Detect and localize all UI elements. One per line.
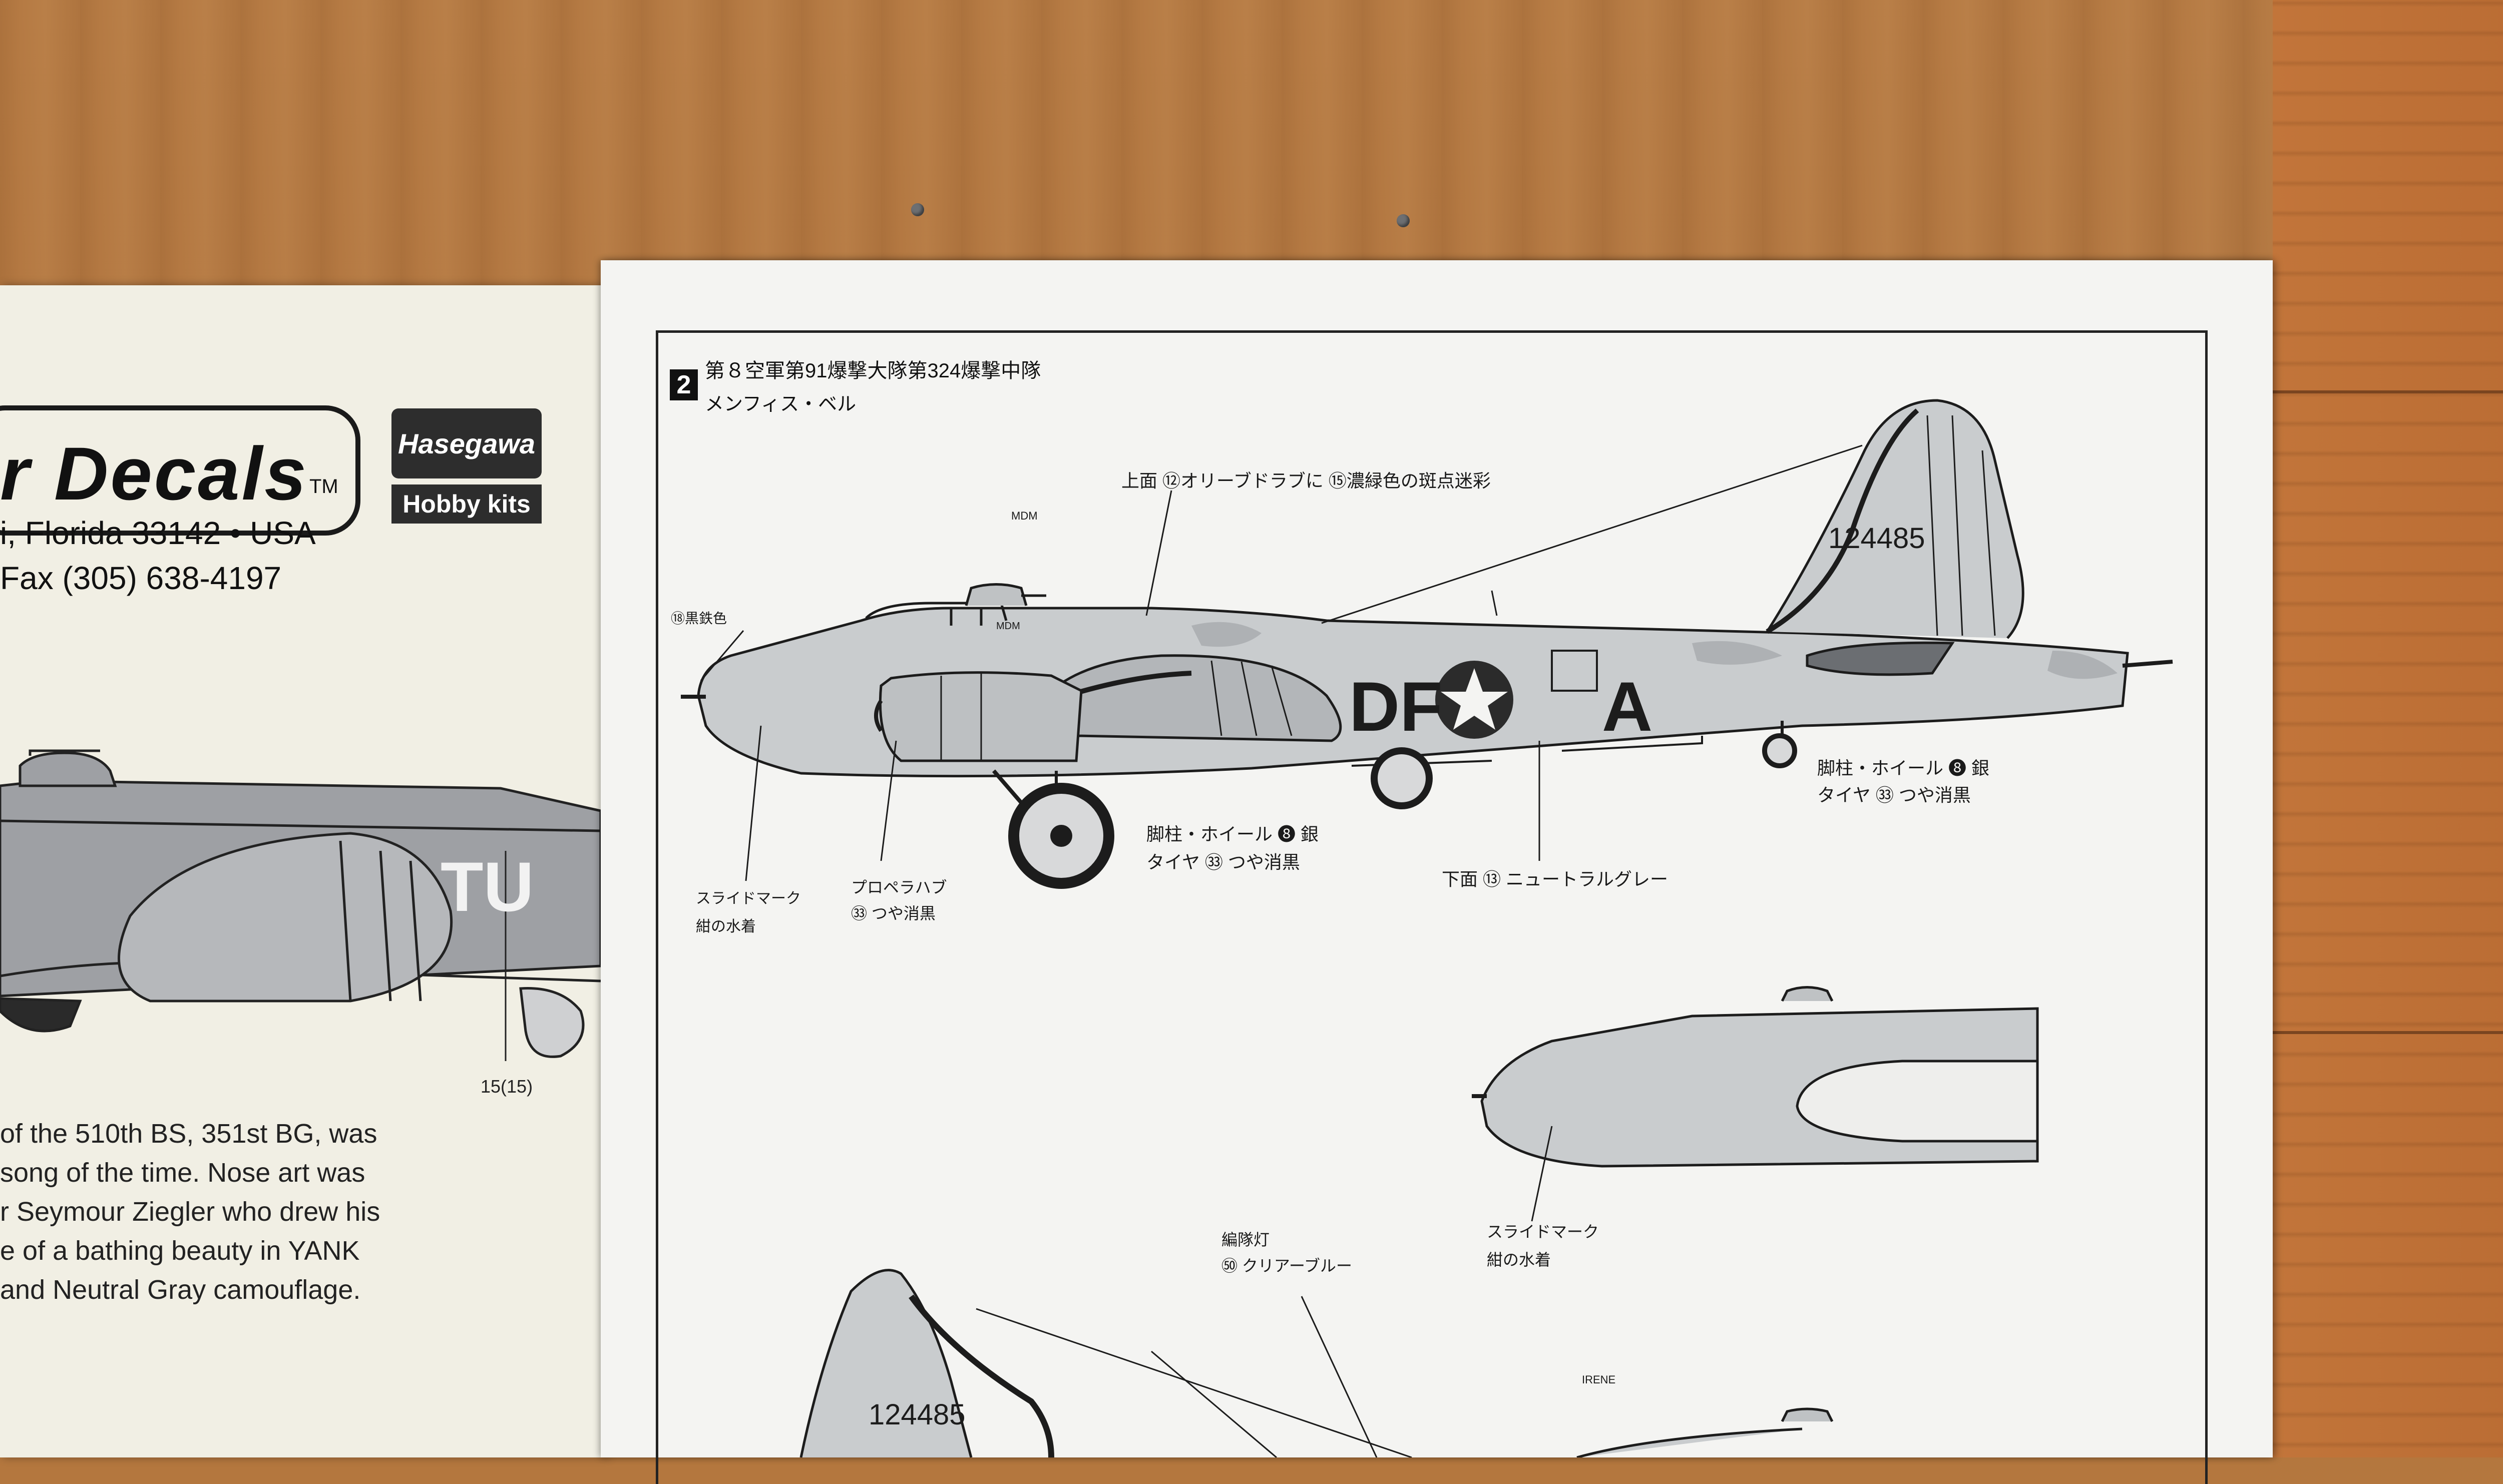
mdm-label-side: MDM [996,621,1020,632]
main-wheel-hub [1050,825,1072,847]
fuselage-code: DF [1349,667,1443,746]
story-line-2: song of the time. Nose art was [0,1158,365,1188]
black-iron-label: ⑱黒鉄色 [671,611,727,626]
fax-line: Fax (305) 638-4197 [0,560,282,596]
decals-logo-border [0,405,360,536]
tail-detail-view [799,1269,1834,1457]
story-line-5: and Neutral Gray camouflage. [0,1275,361,1305]
trademark-mark: TM [309,475,338,498]
upper-surface-label: 上面 ⑫オリーブドラブに ⑮濃緑色の斑点迷彩 [1121,470,1491,491]
slide-mark-note: 紺の水着 [696,918,756,935]
nose-detail-view [1472,986,2039,1222]
insignia-star [1441,668,1508,730]
slide-mark-bottom-note: 紺の水着 [1487,1251,1551,1269]
plank-seam [2273,390,2503,393]
irene-label: IRENE [1582,1373,1616,1386]
left-fuselage-code: TU [441,847,534,926]
part-number: 15(15) [481,1076,533,1097]
story-line-3: r Seymour Ziegler who drew his [0,1197,380,1227]
rear-gear-label-1: 脚柱・ホイール ❽ 銀 [1817,758,1990,778]
step-number-badge: 2 [670,369,698,400]
main-gear-label-1: 脚柱・ホイール ❽ 銀 [1146,824,1319,844]
mdm-label-top: MDM [1011,510,1038,522]
nail-head [1397,214,1410,227]
fuselage-window [1551,650,1598,692]
rear-gear-label-2: タイヤ ㉝ つや消黒 [1817,785,1971,805]
prop-hub-label: プロペラハブ [851,878,947,896]
tail-wheel [1762,733,1797,768]
scheme-subtitle: メンフィス・ベル [705,394,857,415]
decals-brand-text: r Decals [0,431,308,516]
tail-serial: 124485 [1828,522,1925,555]
tail-serial-bottom: 124485 [869,1398,966,1431]
plank-seam [2273,1031,2503,1034]
slide-mark-label: スライドマーク [696,890,801,907]
nail-head [911,203,924,216]
formation-light-color: ㊿ クリアーブルー [1221,1257,1353,1275]
address-line: i, Florida 33142 • USA [0,515,316,551]
story-line-4: e of a bathing beauty in YANK [0,1236,360,1266]
inner-wheel [1371,747,1433,809]
hasegawa-logo: Hasegawa [391,408,542,478]
main-gear-label-2: タイヤ ㉝ つや消黒 [1146,852,1300,872]
formation-light-label: 編隊灯 [1221,1231,1270,1249]
lower-surface-label: 下面 ⑬ ニュートラルグレー [1442,869,1668,889]
slide-mark-bottom-label: スライドマーク [1487,1223,1599,1241]
aircraft-letter: A [1602,667,1652,746]
hobby-kits-logo: Hobby kits [391,484,542,524]
prop-hub-color: ㉝ つや消黒 [851,904,936,922]
wooden-plank-area [2273,0,2503,1457]
instruction-frame [656,330,2208,1484]
scheme-title: 第８空軍第91爆撃大隊第324爆撃中隊 [705,360,1041,382]
story-line-1: of the 510th BS, 351st BG, was [0,1119,377,1149]
